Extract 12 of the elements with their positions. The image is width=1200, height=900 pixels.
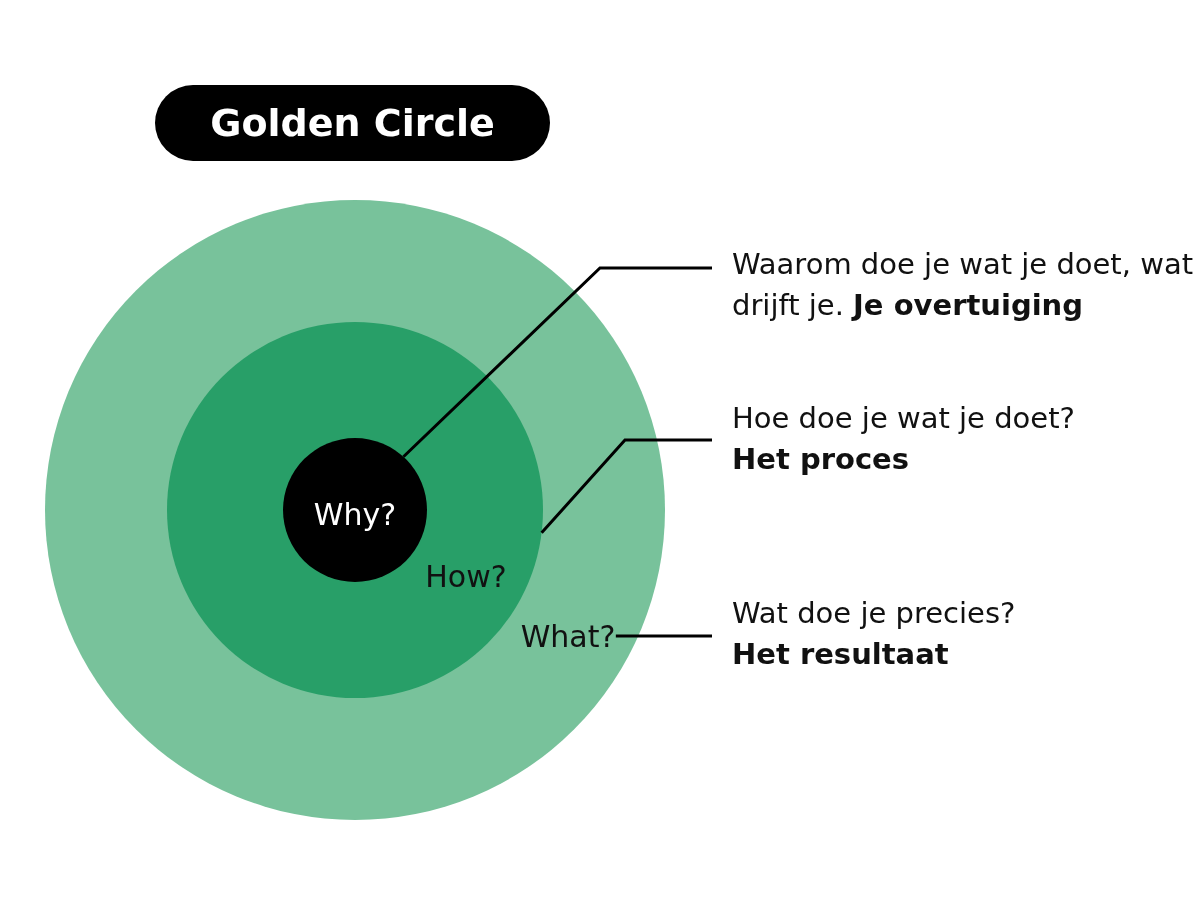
leader-line [615,634,712,638]
title-banner: Golden Circle [155,85,550,161]
description-heading: Het proces [732,440,910,478]
leader-line [402,266,712,458]
description-text: Waarom doe je wat je doet, wat drijft je. Je overtuiging [732,246,1195,324]
description-text: Hoe doe je wat je doet? [732,400,1076,437]
circle-label: What? [520,618,616,654]
leader-line [540,438,712,534]
description-text: Wat doe je precies? [732,595,1017,632]
circle-label: Why? [313,496,397,532]
circle-label: How? [425,558,507,594]
description-heading: Het resultaat [732,635,950,673]
